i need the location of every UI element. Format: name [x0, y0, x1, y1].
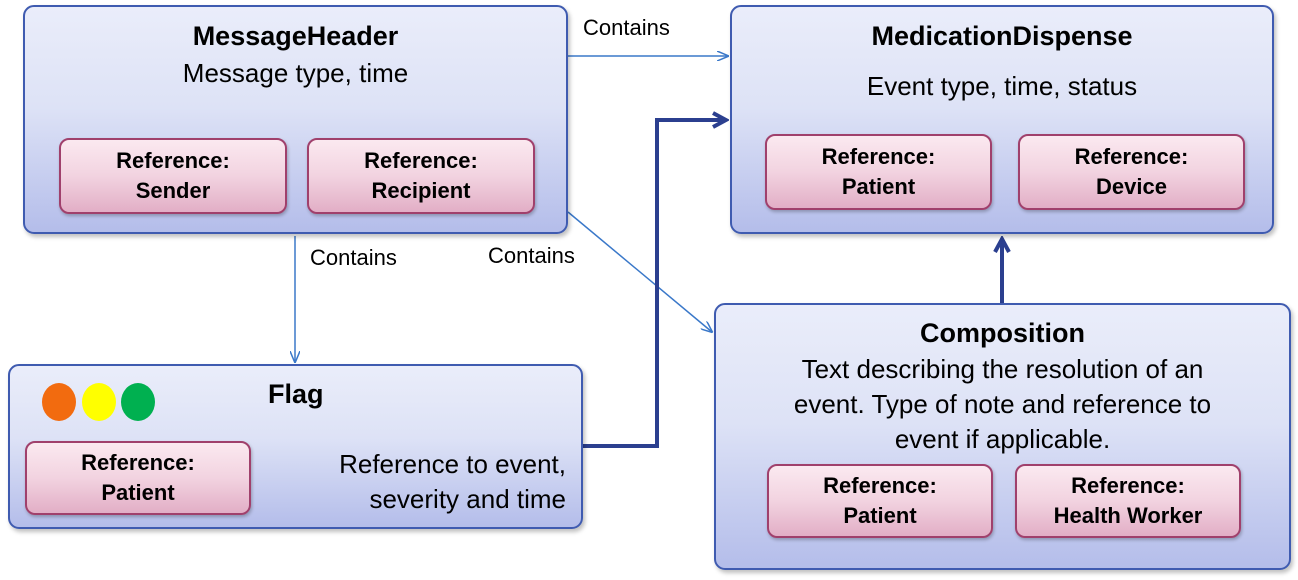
medication-dispense-title: MedicationDispense [871, 21, 1133, 51]
reference-health-worker-line2: Health Worker [1053, 503, 1203, 528]
composition-box: Composition Text describing the resoluti… [714, 303, 1291, 570]
flag-title: Flag [268, 379, 324, 409]
composition-title: Composition [920, 318, 1085, 348]
composition-description: Text describing the resolution of an eve… [716, 352, 1289, 457]
reference-patient-flag-line2: Patient [101, 480, 175, 505]
reference-patient-composition-line2: Patient [843, 503, 917, 528]
reference-recipient-line1: Reference: [364, 148, 478, 173]
reference-health-worker-line1: Reference: [1071, 473, 1185, 498]
reference-sender-line1: Reference: [116, 148, 230, 173]
message-header-title: MessageHeader [192, 21, 399, 51]
reference-device-line2: Device [1096, 174, 1167, 199]
composition-description-line2: event. Type of note and reference to [793, 389, 1212, 419]
reference-sender: Reference: Sender [59, 138, 287, 214]
reference-device-line1: Reference: [1074, 144, 1189, 169]
message-header-description: Message type, time [182, 58, 409, 88]
status-dot-orange [42, 383, 76, 421]
connector-header-to-composition [567, 211, 712, 332]
flag-box: Flag Reference: Patient Reference to eve… [8, 364, 583, 529]
reference-patient-composition-line1: Reference: [823, 473, 937, 498]
message-header-box: MessageHeader Message type, time Referen… [23, 5, 568, 234]
reference-patient-dispense-line1: Reference: [821, 144, 936, 169]
reference-patient-flag: Reference: Patient [25, 441, 251, 515]
reference-recipient: Reference: Recipient [307, 138, 535, 214]
flag-description-line1: Reference to event, [339, 449, 566, 479]
connector-flag-to-dispense [583, 120, 726, 448]
medication-dispense-box: MedicationDispense Event type, time, sta… [730, 5, 1274, 234]
reference-patient-composition: Reference: Patient [767, 464, 993, 538]
flag-description-line2: severity and time [369, 484, 566, 514]
reference-patient-dispense-line2: Patient [841, 174, 916, 199]
composition-description-line1: Text describing the resolution of an [801, 354, 1204, 384]
status-dot-green [121, 383, 155, 421]
medication-dispense-description: Event type, time, status [866, 71, 1138, 101]
composition-description-line3: event if applicable. [894, 424, 1111, 454]
contains-label-flag: Contains [310, 245, 397, 270]
contains-label-dispense: Contains [583, 15, 670, 40]
reference-recipient-line2: Recipient [371, 178, 471, 203]
reference-health-worker: Reference: Health Worker [1015, 464, 1241, 538]
reference-device: Reference: Device [1018, 134, 1245, 210]
reference-sender-line2: Sender [135, 178, 211, 203]
contains-label-composition: Contains [488, 243, 575, 268]
flag-description: Reference to event, severity and time [339, 447, 566, 517]
reference-patient-dispense: Reference: Patient [765, 134, 992, 210]
reference-patient-flag-line1: Reference: [81, 450, 195, 475]
status-dot-yellow [82, 383, 116, 421]
